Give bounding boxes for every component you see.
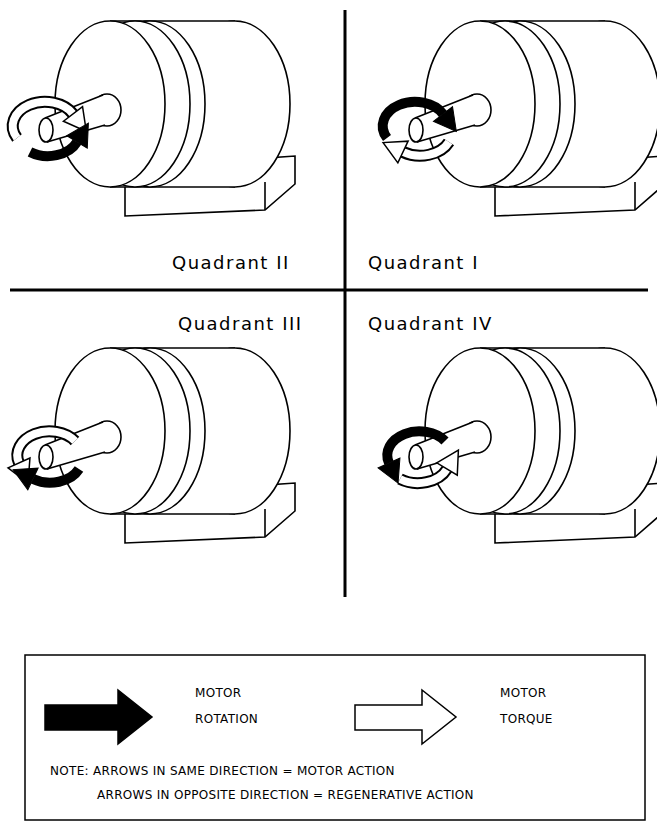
torque-arrow xyxy=(403,142,449,156)
quadrant-label: Quadrant I xyxy=(368,252,479,274)
torque-arrow-outline xyxy=(400,469,447,483)
torque-arrow xyxy=(17,431,75,463)
torque-arrow xyxy=(13,102,73,138)
rotation-arrow xyxy=(30,142,77,156)
note-text: ARROWS IN OPPOSITE DIRECTION = REGENERAT… xyxy=(97,787,474,803)
motor-drawing xyxy=(409,21,657,216)
torque-arrow-outline xyxy=(403,142,449,156)
rotation-legend-arrow xyxy=(45,690,152,744)
divider-line xyxy=(344,10,347,597)
motor-quadrant-2 xyxy=(13,21,295,216)
torque-arrow-outline xyxy=(17,431,75,463)
motor-quadrant-4 xyxy=(387,348,657,543)
motor-drawing xyxy=(39,21,295,216)
legend-text: MOTOR TORQUE xyxy=(500,680,585,732)
rotation-arrow xyxy=(383,102,443,138)
motor-quadrant-3 xyxy=(17,348,295,543)
rotation-arrow xyxy=(387,431,445,463)
divider-line xyxy=(10,289,648,292)
torque-arrow xyxy=(400,469,447,483)
motor-drawing xyxy=(39,348,295,543)
torque-arrow-outline xyxy=(13,102,73,138)
rotation-arrow xyxy=(33,469,79,483)
legend-box xyxy=(25,655,645,820)
note-text: NOTE: ARROWS IN SAME DIRECTION = MOTOR A… xyxy=(50,763,395,779)
legend-text: MOTOR ROTATION xyxy=(195,680,280,732)
quadrant-label: Quadrant IV xyxy=(368,313,493,335)
motor-quadrant-1 xyxy=(383,21,657,216)
quadrant-label: Quadrant III xyxy=(178,313,303,335)
motor-drawing xyxy=(409,348,657,543)
torque-legend-arrow xyxy=(355,690,456,744)
quadrant-label: Quadrant II xyxy=(172,252,290,274)
